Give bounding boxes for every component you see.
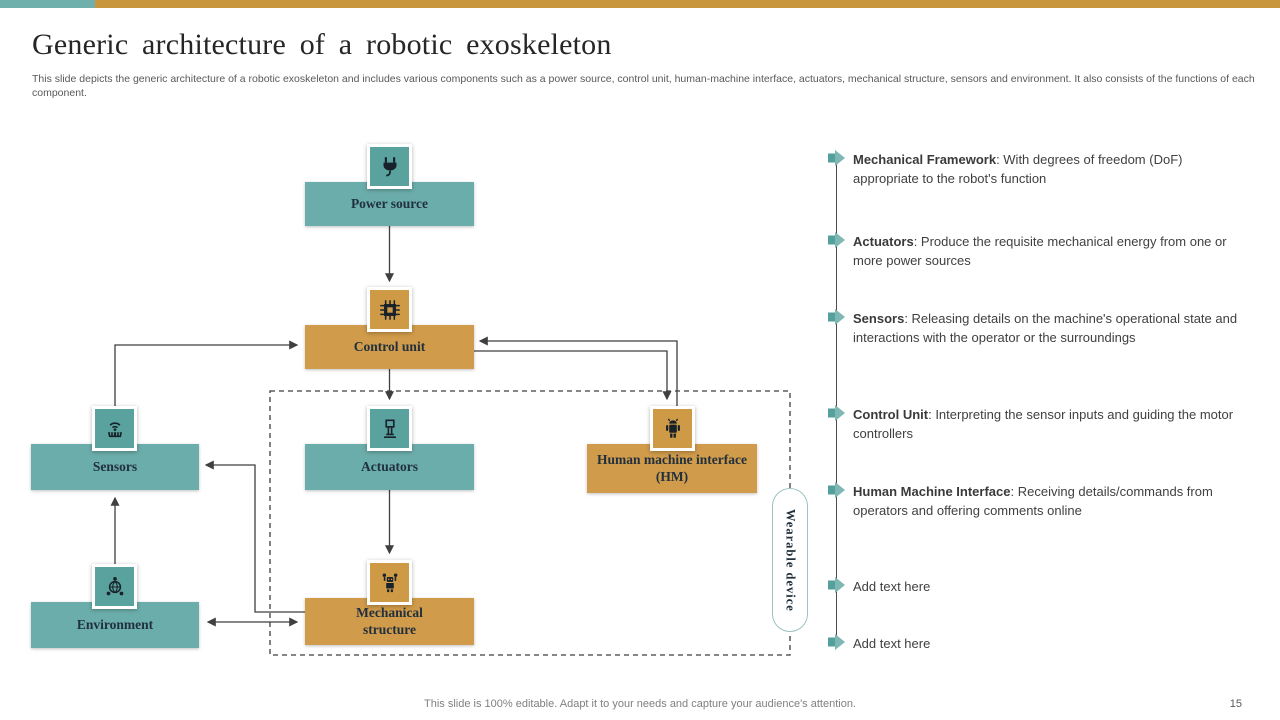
- connector-control-to-hmi: [474, 350, 672, 401]
- sensor-icon: [92, 406, 137, 451]
- connector-sensors-to-control: [114, 340, 299, 406]
- node-label: Human machine interface (HM): [597, 452, 747, 484]
- bullet-control-unit[interactable]: Control Unit: Interpreting the sensor in…: [853, 407, 1234, 441]
- node-label: Control unit: [353, 338, 426, 354]
- robot-icon: [367, 560, 412, 605]
- node-control-unit[interactable]: Control unit: [305, 325, 474, 369]
- node-actuators[interactable]: Actuators: [305, 444, 474, 490]
- footer-note: This slide is 100% editable. Adapt it to…: [424, 698, 856, 710]
- arrow-bullet-icon: [828, 405, 845, 421]
- wearable-device-label: Wearable device: [783, 508, 798, 612]
- page-number: 15: [1229, 698, 1242, 710]
- node-power-source[interactable]: Power source: [305, 182, 474, 226]
- node-label: Mechanical structure: [356, 605, 423, 637]
- actuator-icon: [367, 406, 412, 451]
- bullet-add-text-2[interactable]: Add text here: [853, 636, 931, 651]
- plug-icon: [367, 144, 412, 189]
- slide-description: This slide depicts the generic architect…: [32, 73, 1255, 99]
- bullet-human-machine-interface[interactable]: Human Machine Interface: Receiving detai…: [853, 484, 1213, 518]
- arrow-bullet-icon: [828, 482, 845, 498]
- node-sensors[interactable]: Sensors: [31, 444, 199, 490]
- node-human-machine-interface[interactable]: Human machine interface (HM): [587, 444, 757, 493]
- node-label: Power source: [350, 195, 429, 211]
- connector-hmi-to-control: [478, 336, 678, 406]
- bullet-connector-line: [836, 158, 837, 644]
- top-accent-bar: [0, 0, 1280, 8]
- node-label: Environment: [76, 616, 154, 632]
- page-title: Generic architecture of a robotic exoske…: [32, 28, 612, 61]
- connector-mechanical-to-sensors: [204, 460, 305, 613]
- bullet-mechanical-framework[interactable]: Mechanical Framework: With degrees of fr…: [853, 152, 1183, 186]
- node-mechanical-structure[interactable]: Mechanical structure: [305, 598, 474, 645]
- chip-icon: [367, 287, 412, 332]
- android-robot-icon: [650, 406, 695, 451]
- bullet-actuators[interactable]: Actuators: Produce the requisite mechani…: [853, 234, 1227, 268]
- node-label: Actuators: [361, 458, 418, 474]
- arrow-bullet-icon: [828, 634, 845, 650]
- wearable-device-capsule: Wearable device: [772, 488, 808, 632]
- arrow-bullet-icon: [828, 150, 845, 166]
- arrow-bullet-icon: [828, 309, 845, 325]
- bullet-add-text-1[interactable]: Add text here: [853, 579, 931, 594]
- top-bar-teal-segment: [0, 0, 95, 8]
- bullet-sensors[interactable]: Sensors: Releasing details on the machin…: [853, 311, 1238, 345]
- top-bar-orange-segment: [95, 0, 1280, 8]
- arrow-bullet-icon: [828, 232, 845, 248]
- node-environment[interactable]: Environment: [31, 602, 199, 648]
- node-label: Sensors: [92, 458, 138, 474]
- globe-network-icon: [92, 564, 137, 609]
- arrow-bullet-icon: [828, 577, 845, 593]
